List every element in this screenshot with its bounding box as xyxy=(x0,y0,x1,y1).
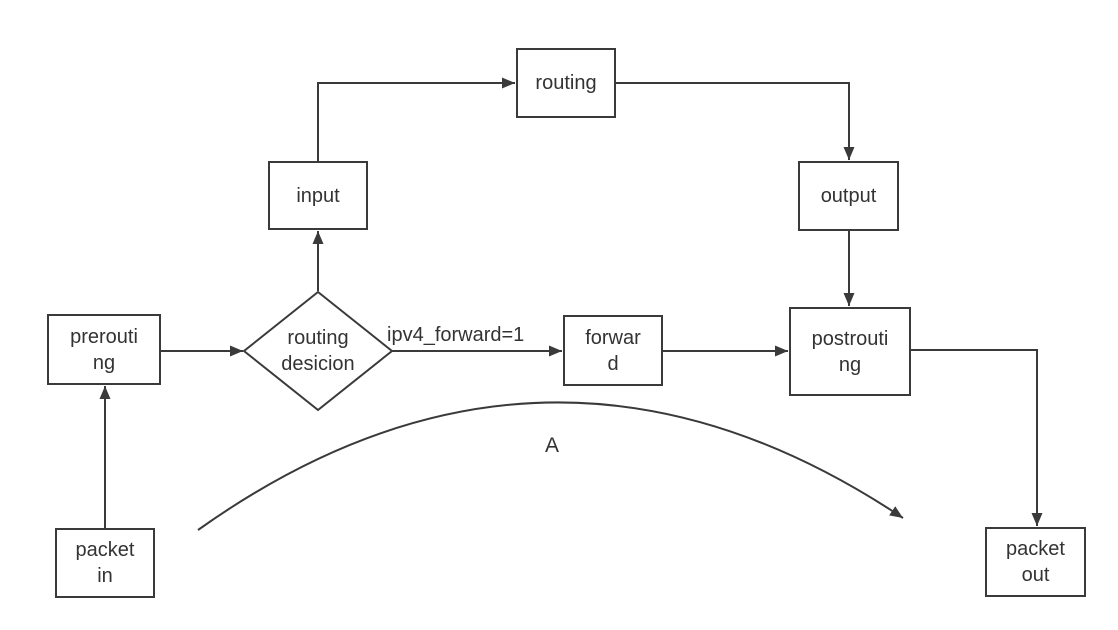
routing-decision-label: routing desicion xyxy=(244,292,392,410)
node-packet-out-label-line1: packet xyxy=(1006,538,1065,560)
node-packet-in-label-line2: in xyxy=(97,565,113,587)
node-routing: routing xyxy=(516,48,616,118)
node-prerouting-label-line2: ng xyxy=(92,351,116,374)
edge-routing-to-output xyxy=(616,82,855,160)
curve-arrow-label: A xyxy=(544,434,559,457)
node-output-label: output xyxy=(820,185,877,207)
node-input-label: input xyxy=(296,184,340,207)
node-output: output xyxy=(798,161,899,231)
node-packet-out-label-line2: out xyxy=(1021,564,1050,586)
node-postrouting: postrouti ng xyxy=(789,307,911,396)
node-packet-in-label-line1: packet xyxy=(75,539,135,561)
node-prerouting: prerouti ng xyxy=(47,314,161,385)
edge-curved-bypass-arrow xyxy=(197,401,904,531)
edge-input-to-routing xyxy=(317,77,515,161)
routing-decision-label-line1: routing xyxy=(287,327,349,349)
node-postrouting-label-line2: ng xyxy=(838,353,862,376)
node-routing-label: routing xyxy=(535,72,597,94)
routing-decision-diamond xyxy=(242,290,394,412)
node-packet-out: packet out xyxy=(985,527,1086,597)
node-prerouting-label-line1: prerouti xyxy=(70,325,138,348)
node-forward: forwar d xyxy=(563,315,663,386)
node-postrouting-label-line1: postrouti xyxy=(811,327,889,350)
node-forward-label-line1: forwar xyxy=(585,326,641,349)
edge-postrouting-to-packet-out xyxy=(911,349,1043,526)
node-packet-in: packet in xyxy=(55,528,155,598)
node-input: input xyxy=(268,161,368,230)
routing-decision-label-line2: desicion xyxy=(281,353,355,375)
ipv4-forward-edge-label: ipv4_forward=1 xyxy=(387,324,525,346)
node-forward-label-line2: d xyxy=(607,352,619,375)
